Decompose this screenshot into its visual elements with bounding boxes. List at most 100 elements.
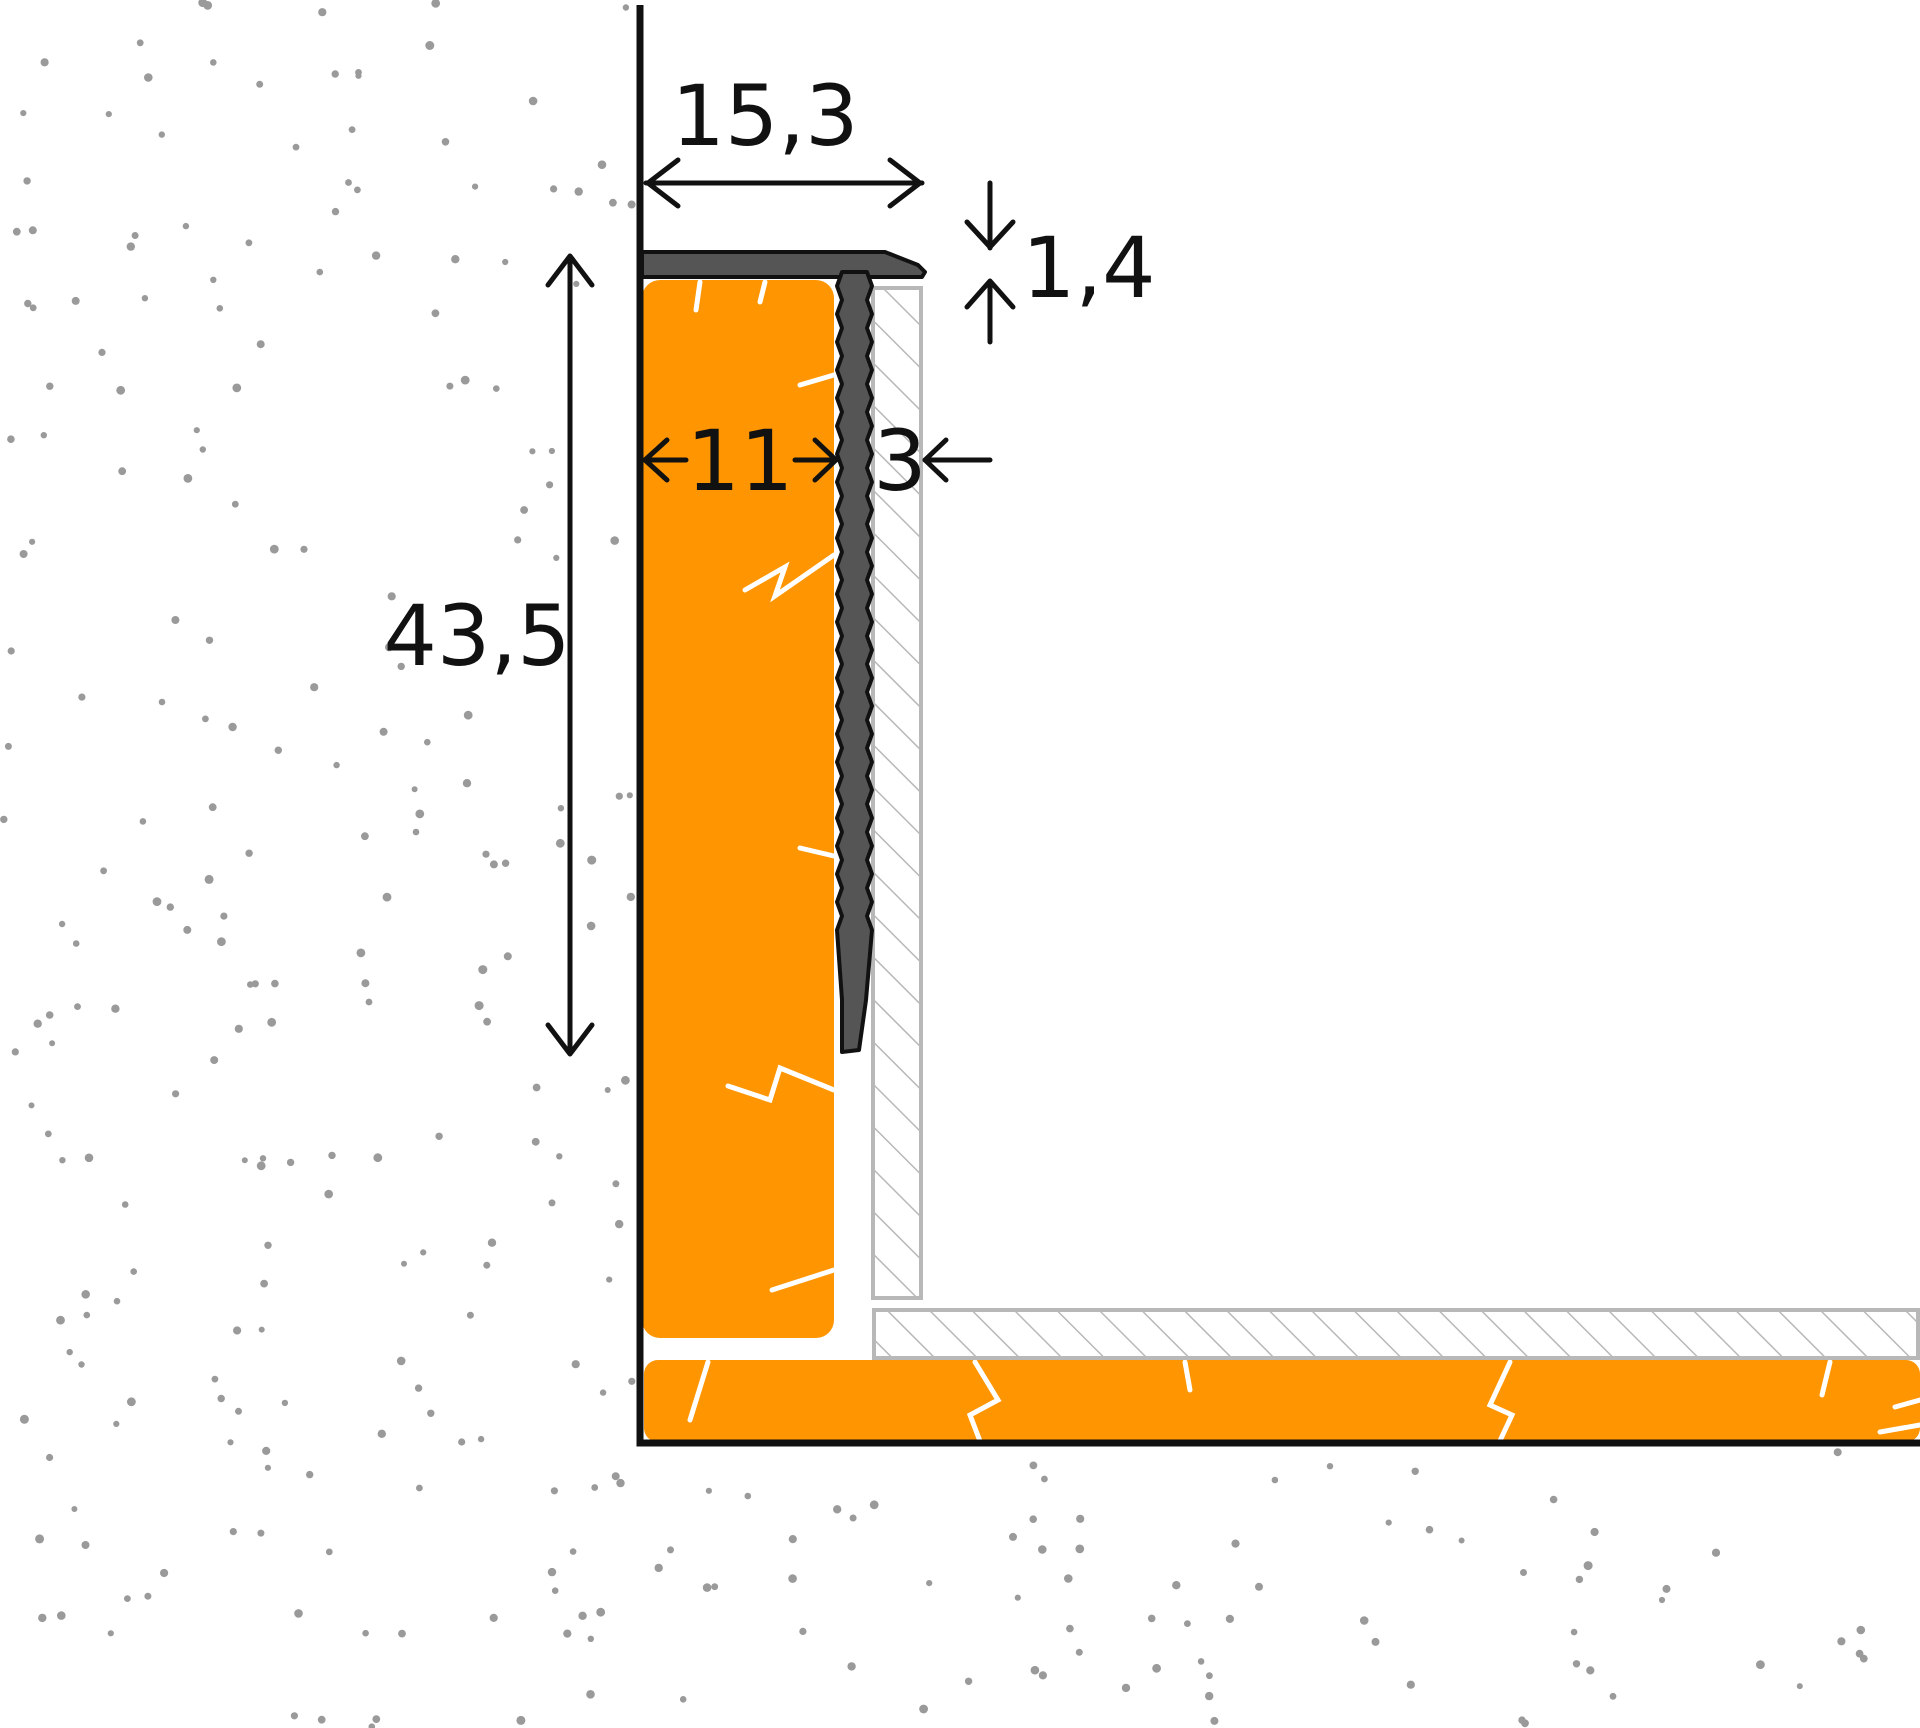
speckle-dot xyxy=(331,70,339,78)
speckle-dot xyxy=(1385,1519,1392,1526)
speckle-dot xyxy=(1038,1545,1047,1554)
speckle-dot xyxy=(290,1712,298,1720)
speckle-dot xyxy=(333,761,340,769)
speckle-dot xyxy=(208,803,217,812)
speckle-dot xyxy=(171,616,180,624)
speckle-dot xyxy=(626,792,633,799)
speckle-dot xyxy=(1076,1514,1085,1523)
speckle-dot xyxy=(158,698,166,706)
speckle-dot xyxy=(411,786,418,793)
speckle-dot xyxy=(72,940,80,947)
speckle-dot xyxy=(1205,1691,1214,1701)
speckle-dot xyxy=(550,185,558,193)
speckle-dot xyxy=(586,921,596,931)
speckle-dot xyxy=(235,1407,242,1415)
speckle-dot xyxy=(516,1715,526,1725)
speckle-dot xyxy=(1586,1666,1595,1675)
speckle-dot xyxy=(612,1180,620,1188)
speckle-dot xyxy=(520,506,528,514)
speckle-dot xyxy=(131,232,139,239)
speckle-dot xyxy=(19,550,28,558)
speckle-dot xyxy=(118,467,127,476)
speckle-dot xyxy=(345,179,352,186)
speckle-dot xyxy=(1014,1594,1021,1601)
speckle-dot xyxy=(183,474,193,483)
speckle-dot xyxy=(919,1704,928,1714)
speckle-dot xyxy=(40,432,47,439)
substrate-outline xyxy=(636,5,1920,1447)
speckle-dot xyxy=(1411,1467,1419,1476)
speckle-dot xyxy=(1075,1648,1083,1656)
speckle-dot xyxy=(1609,1692,1617,1700)
speckle-dot xyxy=(256,340,265,349)
speckle-dot xyxy=(550,1487,559,1495)
speckle-dot xyxy=(166,903,174,911)
speckle-dot xyxy=(78,693,86,701)
tile-cracks xyxy=(687,279,1920,1465)
speckle-dot xyxy=(361,832,369,841)
speckle-dot xyxy=(152,897,162,906)
speckle-dot xyxy=(46,382,54,390)
speckle-dot xyxy=(597,160,607,169)
speckle-dot xyxy=(398,1629,406,1638)
speckle-dot xyxy=(869,1500,879,1510)
speckle-dot xyxy=(234,1024,243,1033)
speckle-dot xyxy=(460,375,470,385)
speckle-dot xyxy=(84,1153,94,1163)
speckle-dot xyxy=(615,792,623,800)
speckle-dot xyxy=(1326,1463,1334,1470)
speckle-dot xyxy=(286,1158,295,1167)
speckle-dot xyxy=(1030,1665,1040,1675)
speckle-dot xyxy=(348,126,356,133)
speckle-dot xyxy=(7,435,15,444)
speckle-dot xyxy=(228,722,237,732)
label-leg-thickness: 3 xyxy=(873,412,926,510)
speckle-dot xyxy=(1075,1544,1085,1554)
speckle-dot xyxy=(1756,1660,1765,1669)
speckle-dot xyxy=(83,1311,91,1319)
speckle-dot xyxy=(621,1075,630,1085)
speckle-dot xyxy=(23,177,31,185)
speckle-dot xyxy=(502,258,509,266)
speckle-dot xyxy=(571,1360,580,1369)
speckle-dot xyxy=(35,1534,45,1544)
speckle-dot xyxy=(531,1137,540,1146)
height-arrow-top xyxy=(545,253,595,288)
speckle-dot xyxy=(615,1219,624,1229)
edge-profile xyxy=(640,250,927,1054)
speckle-dot xyxy=(586,1690,595,1699)
speckle-dot xyxy=(210,59,217,66)
speckle-dot xyxy=(849,1514,857,1522)
speckle-dot xyxy=(4,742,12,750)
speckle-dot xyxy=(121,1201,129,1208)
speckle-dot xyxy=(1855,1649,1864,1658)
dimension-lines xyxy=(545,157,1016,1057)
speckle-dot xyxy=(611,1472,620,1481)
speckle-dot xyxy=(573,280,580,287)
speckle-dot xyxy=(514,536,522,544)
speckle-dot xyxy=(172,1090,180,1098)
speckle-dot xyxy=(259,1155,267,1162)
speckle-dot xyxy=(264,1464,271,1471)
speckle-dot xyxy=(356,948,366,958)
speckle-dot xyxy=(260,1279,268,1288)
speckle-dot xyxy=(548,447,556,455)
speckle-dot xyxy=(199,446,206,453)
speckle-dot xyxy=(354,186,361,194)
label-top-thickness: 1,4 xyxy=(1022,219,1156,317)
speckle-dot xyxy=(1549,1495,1558,1504)
speckle-dot xyxy=(245,849,253,857)
speckle-dot xyxy=(587,855,597,865)
speckle-dot xyxy=(627,200,636,209)
speckle-dot xyxy=(267,1017,277,1027)
speckle-dot xyxy=(546,481,554,489)
speckle-dot xyxy=(318,8,327,17)
speckle-dot xyxy=(1833,1448,1842,1457)
speckle-dot xyxy=(264,1241,272,1250)
speckle-dot xyxy=(788,1574,797,1583)
speckle-dot xyxy=(113,1297,121,1305)
speckle-dot xyxy=(1359,1616,1369,1625)
speckle-dot xyxy=(227,1439,234,1446)
speckle-dot xyxy=(1590,1527,1599,1537)
speckle-dot xyxy=(431,309,440,318)
